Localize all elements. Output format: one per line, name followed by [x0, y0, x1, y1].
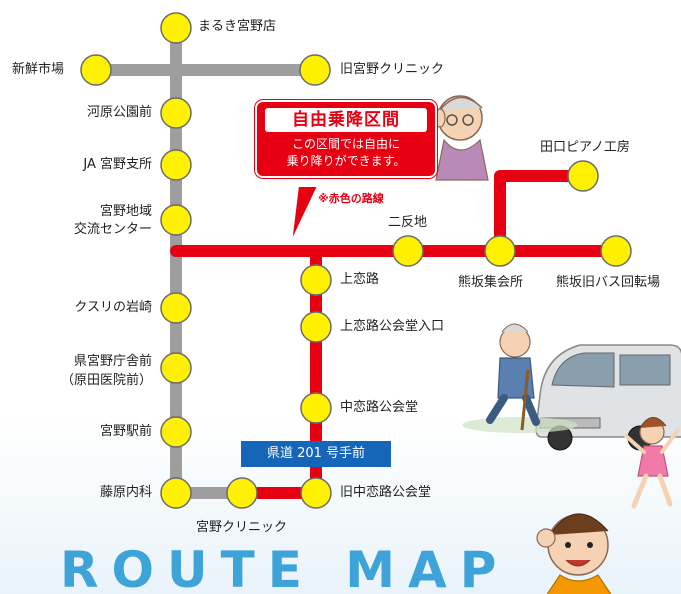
- stop-kyu-clinic: [299, 54, 331, 86]
- callout-line-1: この区間では自由に: [291, 137, 400, 151]
- stop-clinic: [226, 477, 258, 509]
- label-kyu-nakakoiji-hall: 旧中恋路公会堂: [340, 485, 432, 500]
- label-shinsen: 新鮮市場: [12, 62, 65, 77]
- stop-kusuri: [160, 292, 192, 324]
- label-chosha-1: 県宮野庁舎前: [73, 354, 152, 369]
- highway-label: 県道 201 号手前: [241, 441, 391, 467]
- stop-kamikoiji: [300, 264, 332, 296]
- free-section-callout: 自由乗降区間 この区間では自由に 乗り降りができます。: [255, 100, 437, 178]
- label-kumasaka-bus: 熊坂旧バス回転場: [556, 275, 661, 290]
- girl-illustration: [624, 417, 680, 509]
- stop-fujihara: [160, 477, 192, 509]
- label-fujihara: 藤原内科: [99, 485, 152, 500]
- label-kumasaka: 熊坂集会所: [458, 275, 524, 290]
- label-kusuri: クスリの岩崎: [74, 300, 152, 315]
- label-kawara: 河原公園前: [86, 105, 152, 120]
- map-title: ROUTE MAP: [60, 541, 510, 594]
- stop-eki: [160, 416, 192, 448]
- callout-line-2: 乗り降りができます。: [286, 154, 406, 168]
- stop-shinsen: [80, 54, 112, 86]
- grandpa-illustration: [434, 95, 489, 181]
- stop-marukiten: [160, 12, 192, 44]
- callout-pointer: [290, 185, 319, 244]
- label-chiiki-1: 宮野地域: [99, 204, 152, 219]
- callout-title: 自由乗降区間: [265, 108, 427, 132]
- stop-piano: [567, 160, 599, 192]
- label-chiiki-2: 交流センター: [73, 222, 152, 237]
- label-clinic: 宮野クリニック: [196, 520, 288, 535]
- label-nitanchi: 二反地: [388, 215, 428, 230]
- label-piano: 田口ピアノ工房: [540, 140, 630, 155]
- label-chosha-2: （原田医院前）: [60, 373, 152, 388]
- label-kamikoiji-hall: 上恋路公会堂入口: [340, 319, 445, 334]
- label-kyu-clinic: 旧宮野クリニック: [340, 62, 445, 77]
- stop-kumasaka-bus: [600, 235, 632, 267]
- stop-ja: [160, 149, 192, 181]
- red-route-note: ※赤色の路線: [318, 192, 384, 205]
- stop-chosha: [160, 352, 192, 384]
- label-ja: JA 宮野支所: [83, 157, 152, 172]
- callout-body: この区間では自由に 乗り降りができます。: [257, 136, 435, 176]
- label-marukiten: まるき宮野店: [198, 19, 277, 34]
- stop-kamikoiji-hall: [300, 311, 332, 343]
- stop-chiiki: [160, 204, 192, 236]
- stop-kumasaka: [484, 235, 516, 267]
- label-eki: 宮野駅前: [99, 424, 152, 439]
- label-kamikoiji: 上恋路: [340, 272, 380, 287]
- label-nakakoiji-hall: 中恋路公会堂: [340, 400, 419, 415]
- stop-kyu-nakakoiji: [300, 477, 332, 509]
- boy-illustration: [536, 513, 612, 594]
- stop-kawara: [160, 97, 192, 129]
- red-route-branch-north: [494, 170, 589, 257]
- stop-nitanchi: [392, 235, 424, 267]
- stop-nakakoiji: [300, 392, 332, 424]
- elderly-walker-illustration: [486, 323, 540, 431]
